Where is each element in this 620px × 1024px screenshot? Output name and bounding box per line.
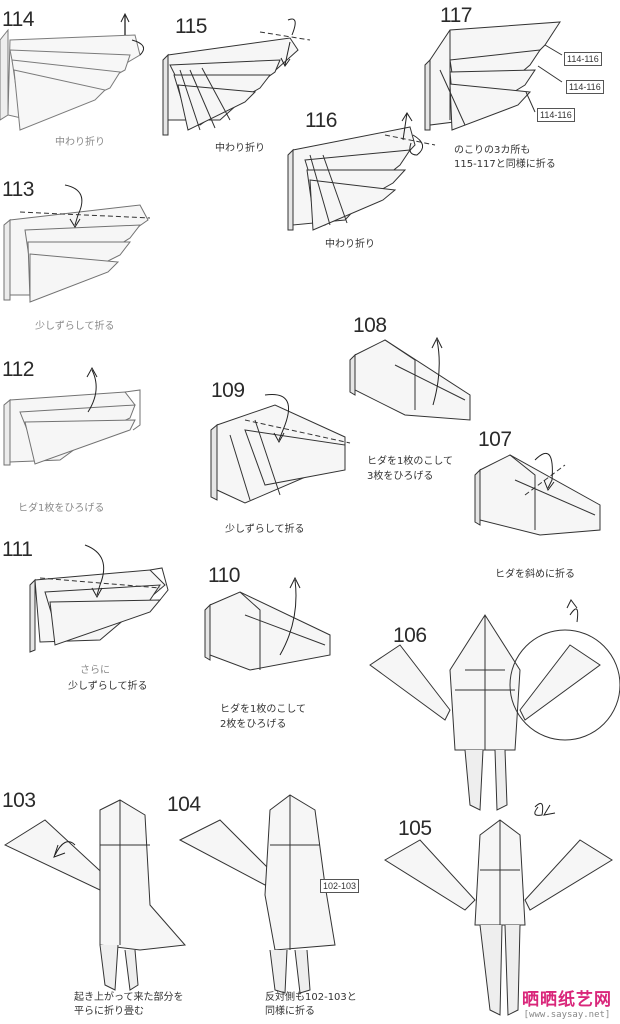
caption-110-line2: 2枚をひろげる bbox=[220, 719, 287, 730]
step-number-107: 107 bbox=[478, 428, 512, 451]
step-107: 107 ヒダを斜めに折る bbox=[470, 420, 620, 590]
diagram-113 bbox=[3, 184, 151, 303]
caption-108-line2: 3枚をひろげる bbox=[367, 471, 434, 482]
caption-115: 中わり折り bbox=[215, 143, 265, 154]
caption-112: ヒダ1枚をひろげる bbox=[18, 503, 105, 514]
ref-box-117-b: 114-116 bbox=[566, 80, 604, 94]
step-110: 110 ヒダを1枚のこして 2枚をひろげる bbox=[200, 560, 350, 740]
caption-103-line2: 平らに折り畳む bbox=[74, 1006, 144, 1017]
caption-116: 中わり折り bbox=[325, 239, 375, 250]
diagram-108 bbox=[349, 336, 471, 421]
step-111: 111 さらに 少しずらして折る bbox=[0, 530, 180, 700]
watermark-main: 晒晒纸艺网 bbox=[522, 990, 612, 1010]
ref-box-104: 102-103 bbox=[320, 879, 360, 893]
diagram-104 bbox=[178, 794, 336, 994]
diagram-112 bbox=[3, 366, 141, 466]
diagram-103 bbox=[3, 799, 187, 991]
watermark-url: [www.saysay.net] bbox=[523, 1010, 611, 1020]
caption-113: 少しずらして折る bbox=[35, 321, 115, 332]
diagram-106 bbox=[369, 599, 620, 811]
watermark: 晒晒纸艺网 [www.saysay.net] bbox=[522, 985, 612, 1020]
caption-117-line2: 115-117と同様に折る bbox=[454, 159, 556, 170]
caption-108-line1: ヒダを1枚のこして bbox=[367, 456, 454, 467]
diagram-105 bbox=[384, 802, 613, 1016]
step-117: 117 114-116 114-116 114-116 のこりの3カ所も 115… bbox=[420, 0, 620, 180]
caption-111-line1: さらに bbox=[80, 665, 110, 676]
caption-111-line2: 少しずらして折る bbox=[68, 681, 148, 692]
caption-104-line1: 反対側も102-103と bbox=[265, 992, 357, 1003]
caption-114: 中わり折り bbox=[55, 137, 105, 148]
caption-117-line1: のこりの3カ所も bbox=[454, 145, 531, 156]
step-106: 106 bbox=[355, 590, 620, 820]
step-103: 103 起き上がって来た部分を 平らに折り畳む bbox=[0, 785, 200, 1024]
caption-103-line1: 起き上がって来た部分を bbox=[74, 992, 184, 1003]
caption-109: 少しずらして折る bbox=[225, 524, 305, 535]
caption-110-line1: ヒダを1枚のこして bbox=[220, 704, 307, 715]
step-number-104: 104 bbox=[167, 793, 201, 816]
step-number-103: 103 bbox=[2, 789, 36, 812]
step-108: 108 ヒダを1枚のこして 3枚をひろげる bbox=[345, 310, 485, 490]
step-number-111: 111 bbox=[2, 538, 33, 561]
diagram-117 bbox=[424, 21, 563, 131]
step-104: 104 102-103 反対側も102-103と 同様に折る bbox=[165, 785, 385, 1024]
diagram-109 bbox=[210, 393, 351, 504]
step-number-105: 105 bbox=[398, 817, 432, 840]
diagram-111 bbox=[29, 544, 169, 653]
step-number-113: 113 bbox=[2, 178, 34, 201]
ref-box-117-a: 114-116 bbox=[564, 52, 602, 66]
step-number-106: 106 bbox=[393, 624, 427, 647]
step-number-117: 117 bbox=[440, 4, 472, 27]
diagram-107 bbox=[474, 452, 601, 536]
step-116: 116 中わり折り bbox=[285, 105, 445, 265]
caption-104-line2: 同様に折る bbox=[265, 1006, 315, 1017]
step-113: 113 少しずらして折る bbox=[0, 170, 170, 335]
step-114: 114 中わり折り bbox=[0, 0, 170, 160]
diagram-110 bbox=[204, 576, 331, 671]
step-number-110: 110 bbox=[208, 564, 240, 587]
ref-box-117-c: 114-116 bbox=[537, 108, 575, 122]
diagram-114 bbox=[0, 12, 145, 131]
step-115: 115 中わり折り bbox=[160, 10, 320, 170]
step-112: 112 ヒダ1枚をひろげる bbox=[0, 350, 170, 520]
step-number-116: 116 bbox=[305, 109, 337, 132]
step-number-114: 114 bbox=[2, 8, 34, 31]
step-105: 105 bbox=[380, 795, 620, 1024]
step-number-109: 109 bbox=[211, 379, 245, 402]
step-number-108: 108 bbox=[353, 314, 387, 337]
step-number-115: 115 bbox=[175, 15, 207, 38]
caption-107: ヒダを斜めに折る bbox=[495, 569, 575, 580]
diagram-115 bbox=[162, 18, 311, 136]
step-109: 109 少しずらして折る bbox=[205, 375, 360, 545]
diagram-116 bbox=[287, 112, 436, 231]
step-number-112: 112 bbox=[2, 358, 34, 381]
